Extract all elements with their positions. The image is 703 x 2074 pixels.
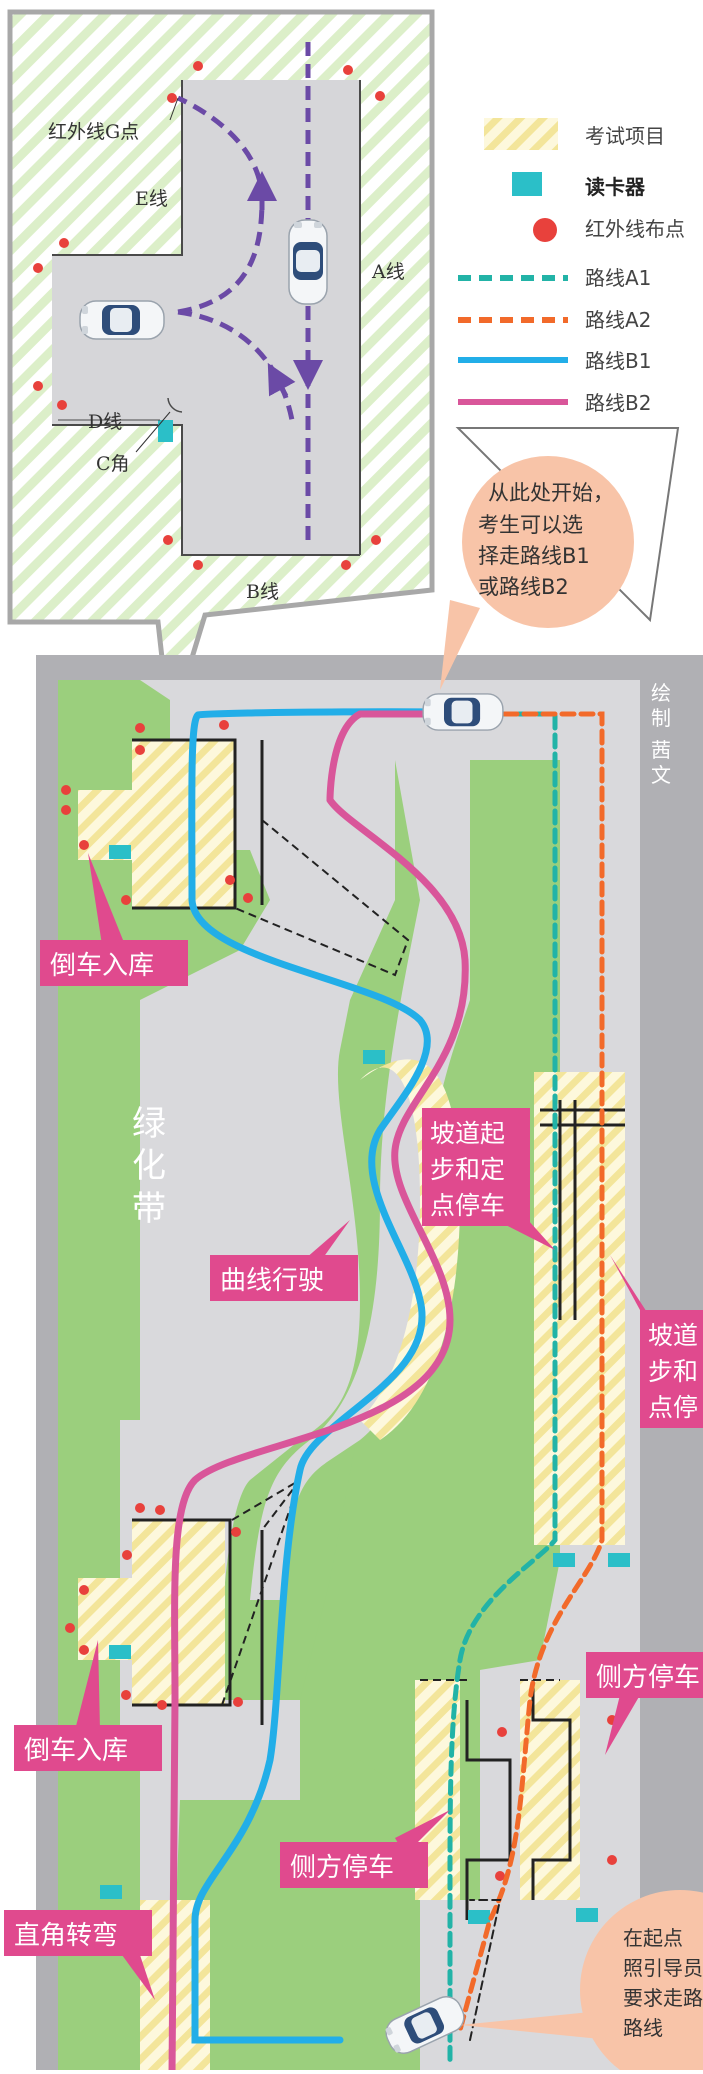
exam-labels: 绿 化 带 倒车入库 曲线行驶 坡道起 步和定 点停车 坡道 步和 点停 倒车入… xyxy=(4,853,703,2000)
svg-text:或路线B2: 或路线B2 xyxy=(478,575,569,599)
inset-car-right xyxy=(288,219,328,305)
legend-a2-label: 路线A2 xyxy=(585,308,651,332)
inset-diagram: 红外线G点 E线 A线 D线 C角 B线 xyxy=(7,9,435,731)
reverse-parking-top-label: 倒车入库 xyxy=(50,951,154,981)
a-line-label: A线 xyxy=(371,261,405,283)
svg-text:考生可以选: 考生可以选 xyxy=(478,513,583,537)
svg-text:制: 制 xyxy=(651,706,671,730)
start-bubble: 从此处开始， 考生可以选 择走路线B1 或路线B2 xyxy=(440,456,634,690)
route-a2 xyxy=(457,711,605,2033)
road-left xyxy=(120,680,440,2074)
course-card-readers xyxy=(100,845,630,1924)
reverse-parking-top-area xyxy=(78,740,235,908)
inset-infrared-dots xyxy=(33,61,385,570)
inset-card-reader-icon xyxy=(158,420,173,442)
svg-text:择走路线B1: 择走路线B1 xyxy=(478,544,590,568)
side-parking-right-label: 侧方停车 xyxy=(596,1663,700,1693)
legend-infrared-label: 红外线布点 xyxy=(585,217,685,241)
right-angle-turn-label: 直角转弯 xyxy=(14,1921,118,1951)
start-car xyxy=(422,693,504,731)
svg-text:茜: 茜 xyxy=(651,738,671,762)
c-corner-label: C角 xyxy=(96,453,130,475)
course-map: 绘 制 茜 文 xyxy=(36,655,703,2074)
e-line-label: E线 xyxy=(135,188,168,210)
curve-driving-label: 曲线行驶 xyxy=(220,1266,324,1296)
svg-text:在起点: 在起点 xyxy=(623,1926,683,1950)
legend-b1-label: 路线B1 xyxy=(585,349,651,373)
svg-text:要求走路: 要求走路 xyxy=(623,1986,703,2010)
d-line-label: D线 xyxy=(88,411,122,433)
slope-label-right: 坡道 xyxy=(648,1321,698,1350)
svg-text:绘: 绘 xyxy=(651,681,671,705)
side-parking-area xyxy=(520,1680,580,1900)
legend-exam-label: 考试项目 xyxy=(585,124,665,148)
route-b1 xyxy=(188,708,499,2044)
route-b2 xyxy=(168,710,469,2074)
svg-text:点停车: 点停车 xyxy=(430,1191,505,1220)
svg-text:照引导员: 照引导员 xyxy=(623,1956,703,1980)
svg-text:步和: 步和 xyxy=(648,1357,698,1386)
b-line-label: B线 xyxy=(246,581,279,603)
legend-exam-swatch xyxy=(484,118,558,150)
routes xyxy=(168,708,605,2074)
legend-reader-label: 读卡器 xyxy=(585,175,646,199)
green-belt-label: 绿 xyxy=(132,1104,166,1144)
reverse-parking-bottom-label: 倒车入库 xyxy=(24,1736,128,1766)
slope-label-left: 坡道起 xyxy=(430,1119,505,1148)
svg-text:路线: 路线 xyxy=(623,2016,663,2040)
legend-a1-label: 路线A1 xyxy=(585,266,651,290)
svg-text:化: 化 xyxy=(132,1146,166,1186)
g-point-label: 红外线G点 xyxy=(48,121,139,143)
legend-reader-swatch xyxy=(512,172,542,196)
svg-text:步和定: 步和定 xyxy=(430,1155,505,1184)
slope-area xyxy=(534,1072,625,1545)
svg-text:从此处开始，: 从此处开始， xyxy=(488,481,614,505)
svg-text:点停: 点停 xyxy=(648,1393,698,1422)
legend-infrared-dot xyxy=(533,218,557,242)
inset-car-left xyxy=(79,300,165,340)
legend-b2-label: 路线B2 xyxy=(585,391,651,415)
svg-text:带: 带 xyxy=(132,1189,166,1229)
course-infrared-dots xyxy=(61,720,617,1881)
end-bubble: 在起点 照引导员 要求走路 路线 xyxy=(460,1890,703,2074)
credit: 绘 制 茜 文 xyxy=(651,681,671,787)
route-a1 xyxy=(447,711,558,2063)
side-parking-mid-label: 侧方停车 xyxy=(290,1853,394,1883)
svg-text:文: 文 xyxy=(651,763,671,787)
